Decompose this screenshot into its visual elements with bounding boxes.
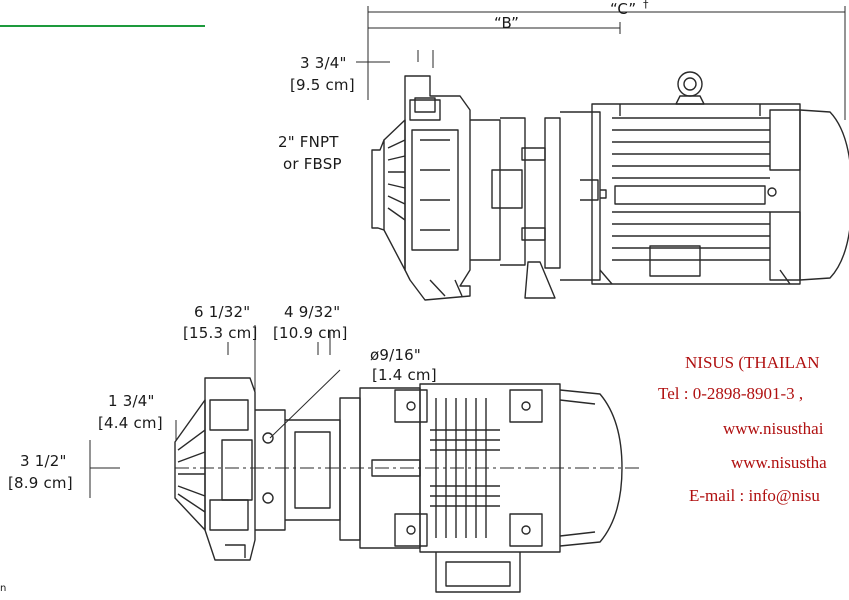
footer-mark: n (0, 583, 7, 594)
side-dim-4-cm-label: [8.9 cm] (8, 474, 73, 492)
hole-diameter-cm-label: [1.4 cm] (372, 366, 437, 384)
inlet-height-label: 3 3/4" (300, 54, 347, 72)
side-dim-3-cm-label: [4.4 cm] (98, 414, 163, 432)
inlet-height-cm-label: [9.5 cm] (290, 76, 355, 94)
dimension-b-label: “B” (494, 14, 520, 32)
side-motor (339, 383, 623, 593)
accent-line (0, 25, 205, 27)
port-spec-alt-label: or FBSP (283, 155, 342, 173)
side-dim-2-cm-label: [10.9 cm] (273, 324, 348, 342)
side-dim-4-label: 3 1/2" (20, 452, 67, 470)
top-motor (560, 71, 849, 285)
side-pump-head (174, 377, 341, 561)
side-dimension-lines (89, 325, 640, 498)
top-dimension-lines (356, 6, 846, 120)
top-adapter (491, 117, 561, 299)
side-dim-3-label: 1 3/4" (108, 392, 155, 410)
side-dim-1-label: 6 1/32" (194, 303, 251, 321)
hole-diameter-label: ø9/16" (370, 346, 421, 364)
top-pump-head (371, 75, 501, 301)
port-spec-label: 2" FNPT (278, 133, 339, 151)
contact-website-1: www.nisusthai (723, 419, 824, 438)
contact-email: E-mail : info@nisu (689, 486, 820, 505)
side-dim-1-cm-label: [15.3 cm] (183, 324, 258, 342)
contact-tel: Tel : 0-2898-8901-3 , (658, 384, 804, 403)
contact-website-2: www.nisustha (731, 453, 827, 472)
company-name: NISUS (THAILAN (685, 353, 820, 372)
dimension-c-mark: † (643, 0, 649, 11)
side-dim-2-label: 4 9/32" (284, 303, 341, 321)
dimension-c-label: “C” (610, 0, 637, 18)
